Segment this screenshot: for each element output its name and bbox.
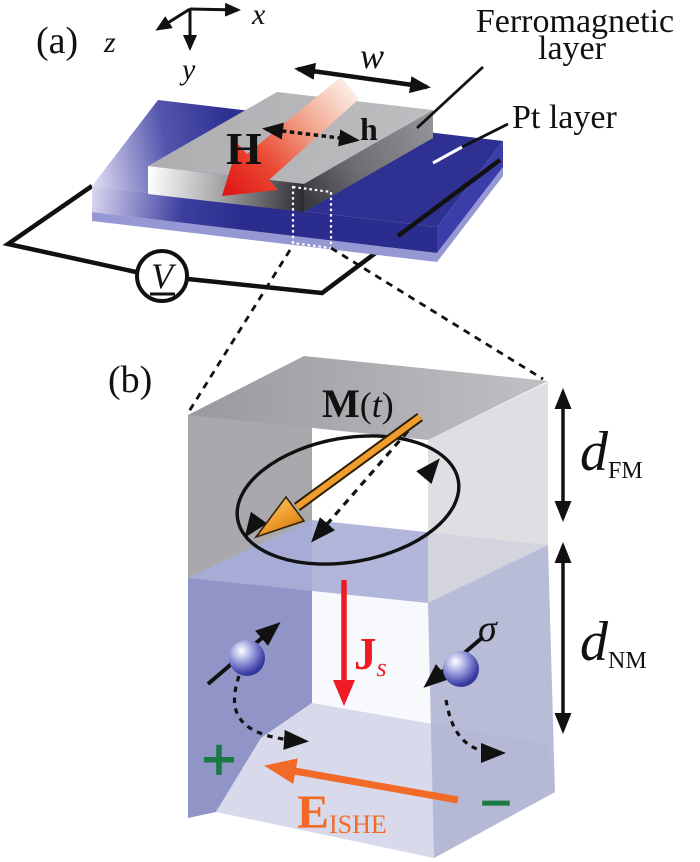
pt-layer-leader-line-white <box>432 145 463 165</box>
pt-layer-leader-line <box>461 122 509 149</box>
electron-left <box>206 622 281 686</box>
fm-layer-label-line1: Ferromagnetic <box>476 3 674 40</box>
x-axis <box>189 2 241 17</box>
z-axis-label: z <box>103 26 116 59</box>
magnetization-label-m: M <box>322 381 360 426</box>
magnetization-label-t: t <box>372 385 383 425</box>
panel-a: H h w x y z (a) V Ferromagnetic layer Pt… <box>2 0 674 414</box>
width-arrow <box>294 62 431 94</box>
d-fm-label-sub: FM <box>608 458 643 484</box>
pt-front-face <box>92 186 437 253</box>
y-axis-label: y <box>179 53 196 86</box>
box-right-face-fm <box>428 382 548 603</box>
x-axis-label: x <box>251 0 266 31</box>
electron-right <box>423 635 485 688</box>
pt-layer-label: Pt layer <box>512 99 617 136</box>
projection-dash-right <box>330 246 544 381</box>
z-axis <box>155 7 191 31</box>
precession-arrow-right <box>416 458 440 484</box>
spin-sigma-label: σ <box>478 608 498 650</box>
minus-sign: − <box>478 777 515 828</box>
spin-current-label-j: J <box>354 629 377 679</box>
electron-sphere-right <box>443 651 479 687</box>
fm-layer-leader-line <box>416 65 484 130</box>
magnetization-label-open: ( <box>360 385 372 425</box>
rf-field-label: h <box>360 111 378 147</box>
pt-underlayer-right <box>437 167 503 262</box>
magnetization-label: M(t) <box>322 381 394 426</box>
precession-arrow-left <box>244 511 268 538</box>
ishe-field-label-e: E <box>297 786 329 839</box>
box-right-face-nm <box>428 545 555 858</box>
circuit-wire-over-slab <box>396 158 502 238</box>
ishe-field-label-sub: ISHE <box>329 810 387 839</box>
precession-orbit <box>235 434 461 566</box>
panel-b-label: (b) <box>108 359 152 401</box>
panel-b: (b) M(t) Js <box>108 356 647 858</box>
magnetization-label-close: ) <box>382 385 394 425</box>
d-nm-label-d: d <box>580 611 609 673</box>
fm-layer-label-line2: layer <box>538 30 607 67</box>
voltmeter-circle <box>135 249 189 303</box>
box-top-face <box>188 356 548 440</box>
ishe-field-label: EISHE <box>297 786 387 839</box>
spin-current-label-sub: s <box>377 653 387 682</box>
d-nm-label: dNM <box>580 611 647 674</box>
coordinate-axes <box>155 2 241 51</box>
width-label: w <box>360 36 384 76</box>
fm-end-face <box>304 110 433 212</box>
circuit-wire-left <box>2 184 137 275</box>
spin-current-label: Js <box>354 629 387 682</box>
rf-field-arrow <box>262 122 360 147</box>
magnetization-arrow <box>253 412 423 539</box>
voltmeter-label: V <box>151 256 177 296</box>
ishe-field-arrow <box>264 758 459 804</box>
d-nm-label-sub: NM <box>608 648 647 674</box>
d-fm-label: dFM <box>580 421 643 484</box>
panel-a-label: (a) <box>36 20 78 62</box>
plus-sign: + <box>199 731 239 787</box>
magnetization-dashed-arrow <box>311 429 410 543</box>
projection-dash-left <box>186 249 292 414</box>
d-fm-label-d: d <box>580 421 609 483</box>
electron-sphere-left <box>229 640 265 676</box>
deflection-curve-left <box>232 675 309 750</box>
h-field-label: H <box>226 123 262 174</box>
voltmeter: V <box>135 249 189 303</box>
deflection-curve-right <box>444 699 506 763</box>
pt-underlayer-front <box>92 212 437 262</box>
